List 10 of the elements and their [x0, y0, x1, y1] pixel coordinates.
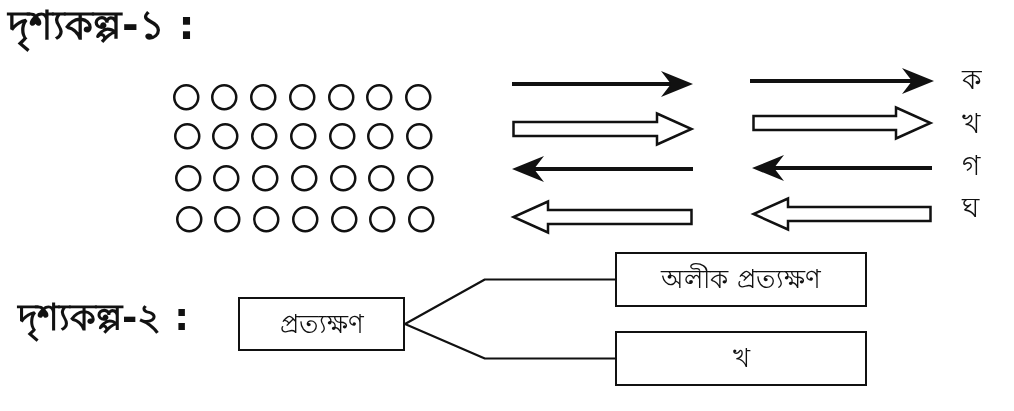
- connector-line: [404, 323, 615, 360]
- term-box: অলীক প্রত্যক্ষণ: [615, 252, 867, 307]
- scenario-heading: দৃশ্যকল্প-২ :: [18, 297, 190, 340]
- term-box: প্রত্যক্ষণ: [238, 297, 405, 351]
- row-letter: ঘ: [962, 192, 979, 225]
- row-letter: খ: [962, 108, 980, 141]
- connector-line: [404, 278, 615, 325]
- term-box: খ: [615, 331, 867, 386]
- row-letter: গ: [962, 150, 980, 183]
- row-letter: ক: [962, 64, 982, 97]
